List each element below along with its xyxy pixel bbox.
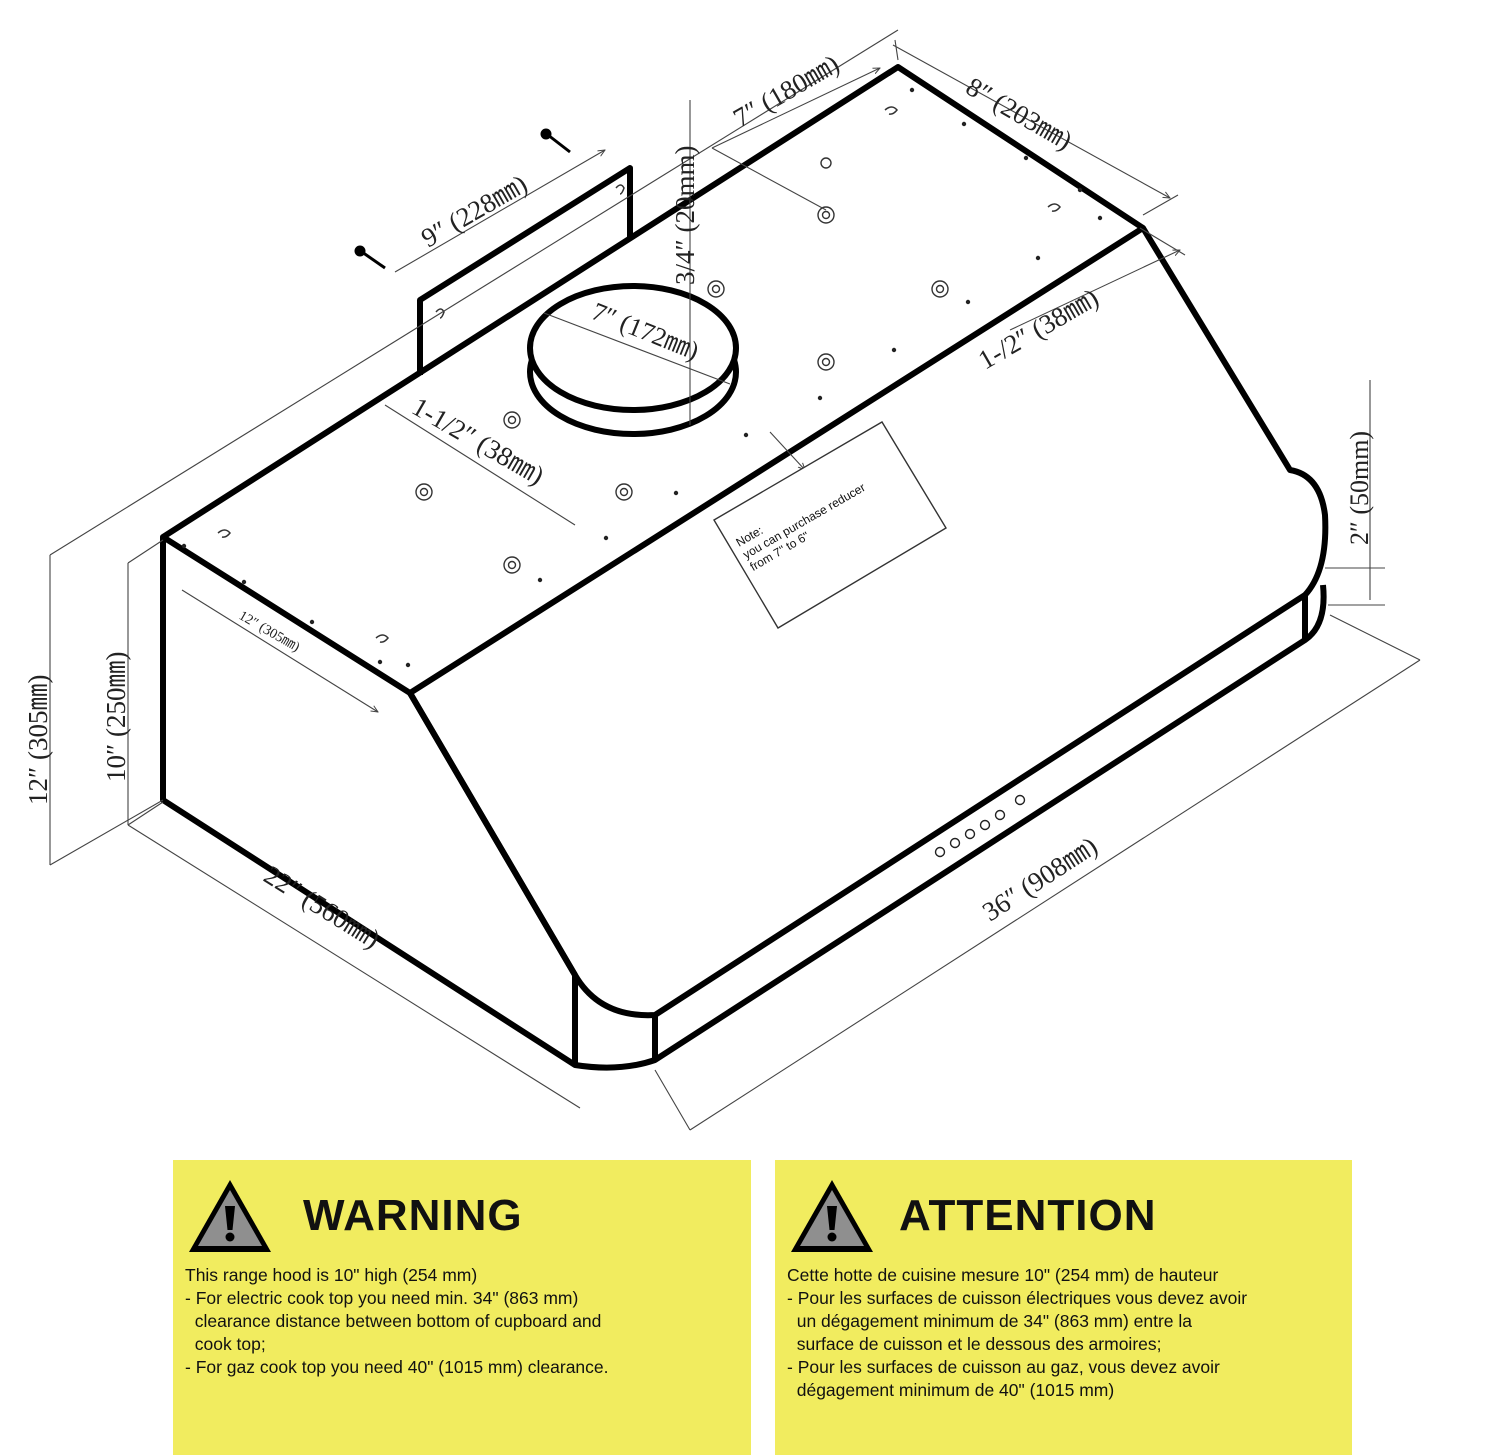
dim-top-depth: 7″ (180㎜) — [728, 49, 844, 133]
warning-body: This range hood is 10" high (254 mm) - F… — [185, 1264, 739, 1379]
hood-front-face — [407, 226, 1329, 1019]
control-buttons — [934, 794, 1026, 858]
attention-title: ATTENTION — [899, 1191, 1157, 1240]
attention-line: - Pour les surfaces de cuisson électriqu… — [787, 1288, 1248, 1308]
keyhole-slots — [217, 106, 1061, 643]
dim-side-offset: 1-1/2″ (38㎜) — [407, 391, 549, 490]
warning-line: clearance distance between bottom of cup… — [185, 1311, 602, 1331]
hood-bottom-lip — [574, 584, 1327, 1071]
attention-line: dégagement minimum de 40" (1015 mm) — [787, 1380, 1115, 1400]
warning-line: - For electric cook top you need min. 34… — [185, 1288, 579, 1308]
dim-top-width: 8″ (203㎜) — [961, 71, 1077, 155]
warning-line: - For gaz cook top you need 40" (1015 mm… — [185, 1357, 609, 1377]
rivet-dots — [181, 87, 1103, 668]
warning-panel: WARNING This range hood is 10" high (254… — [173, 1160, 751, 1455]
warning-line: This range hood is 10" high (254 mm) — [185, 1265, 478, 1285]
attention-line: Cette hotte de cuisine mesure 10" (254 m… — [787, 1265, 1219, 1285]
range-hood-diagram: Note: you can purchase reducer from 7" t… — [23, 29, 1421, 1131]
wall-bracket — [417, 165, 633, 375]
attention-panel: ATTENTION Cette hotte de cuisine mesure … — [775, 1160, 1352, 1455]
duct-collar — [527, 283, 739, 437]
warning-title: WARNING — [303, 1191, 523, 1240]
warning-triangle-icon — [791, 1180, 873, 1252]
attention-line: surface de cuisson et le dessous des arm… — [787, 1334, 1162, 1354]
dimension-lines — [49, 29, 1421, 1131]
screw-icon — [354, 128, 571, 270]
hood-outline — [160, 64, 1329, 1071]
dim-depth: 22″ (560㎜) — [259, 860, 386, 955]
dim-bottom-lip: 2″ (50mm) — [1345, 431, 1374, 545]
mounting-holes — [415, 157, 949, 574]
bracket-keyholes — [435, 184, 625, 319]
attention-line: un dégagement minimum de 34" (863 mm) en… — [787, 1311, 1193, 1331]
warning-line: cook top; — [185, 1334, 266, 1354]
attention-body: Cette hotte de cuisine mesure 10" (254 m… — [787, 1264, 1340, 1402]
warning-triangle-icon — [189, 1180, 271, 1252]
dimension-labels: 8″ (203㎜) 7″ (180㎜) 3/4″ (20mm) 9″ (228㎜… — [23, 49, 1374, 955]
dim-width: 36″ (908㎜) — [977, 831, 1103, 927]
attention-line: - Pour les surfaces de cuisson au gaz, v… — [787, 1357, 1220, 1377]
dim-collar-height: 3/4″ (20mm) — [670, 146, 700, 285]
dim-height-body: 10″ (250㎜) — [101, 652, 131, 782]
note-box — [713, 421, 947, 629]
dim-height-total: 12″ (305㎜) — [23, 675, 53, 805]
